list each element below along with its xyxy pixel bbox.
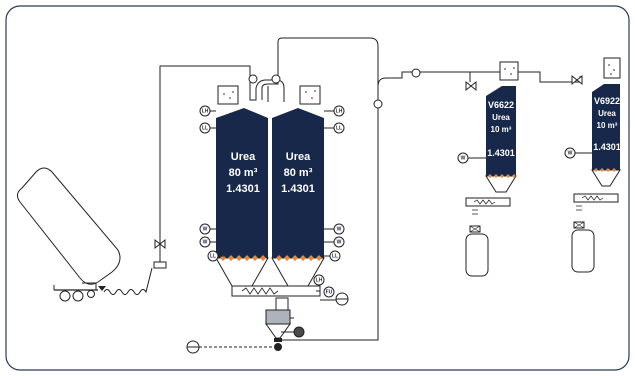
svg-text:LL: LL xyxy=(336,125,342,131)
divert-valve-icon-3 xyxy=(373,99,383,109)
bin-1: V6622 Urea 10 m³ 1.4301 W xyxy=(457,61,519,277)
svg-text:W: W xyxy=(337,239,342,245)
bin-valve-icon-1 xyxy=(465,80,477,92)
supply-valve-icon xyxy=(154,238,166,250)
bin-2-material: 1.4301 xyxy=(593,142,621,152)
silo-2-weigh-gauge-2: W xyxy=(324,236,345,248)
divert-valve-icon-2 xyxy=(271,74,281,84)
bin-1-product: Urea xyxy=(492,113,510,122)
silo-1-product: Urea xyxy=(231,151,256,163)
silo-2-level-high-gauge-conveyor: LH xyxy=(313,274,325,286)
silo-bottom-fluidizing xyxy=(276,255,322,261)
dust-filter-icon xyxy=(499,61,519,81)
bin-1-weigh-gauge: W xyxy=(457,152,486,164)
motor-icon xyxy=(293,326,305,338)
silo-2-level-low-gauge: LL xyxy=(324,122,345,134)
silo-1-level-low-gauge-bottom: LL xyxy=(207,250,224,262)
svg-text:LL: LL xyxy=(332,253,338,259)
silo-2-material: 1.4301 xyxy=(281,183,315,195)
bin-valve-icon-2 xyxy=(571,74,583,86)
silo-1-volume: 80 m³ xyxy=(229,167,258,179)
silo-2-product: Urea xyxy=(286,151,311,163)
bin-2-product: Urea xyxy=(598,109,616,118)
silo-bottom-fluidizing xyxy=(220,255,266,261)
bin-2-volume: 10 m³ xyxy=(597,121,618,130)
svg-text:W: W xyxy=(203,239,208,245)
silo-2-level-low-gauge-bottom: LL xyxy=(324,250,341,262)
svg-text:LL: LL xyxy=(210,253,216,259)
svg-text:W: W xyxy=(203,226,208,232)
divert-valve-icon-1 xyxy=(248,74,258,84)
silo-1-level-high-gauge: LH xyxy=(199,105,216,117)
svg-text:W: W xyxy=(337,226,342,232)
silo-1-weigh-gauge-1: W xyxy=(199,223,216,235)
svg-text:LH: LH xyxy=(202,108,209,114)
bin-2-screw-conveyor xyxy=(573,193,619,203)
silo-1-material: 1.4301 xyxy=(226,183,260,195)
bin-1-tag: V6622 xyxy=(488,100,514,110)
svg-text:W: W xyxy=(568,150,573,156)
truck-tank-icon xyxy=(16,167,153,302)
flow-unit-gauge: FU xyxy=(316,286,335,298)
container-icon xyxy=(571,229,595,273)
silo-2: Urea 80 m³ 1.4301 xyxy=(271,85,325,287)
svg-text:W: W xyxy=(461,155,466,161)
blower-icon xyxy=(186,340,200,354)
dust-filter-icon xyxy=(217,85,239,105)
bin-1-volume: 10 m³ xyxy=(491,125,512,134)
svg-text:LH: LH xyxy=(316,277,323,283)
silo-2-level-high-gauge: LH xyxy=(324,105,345,117)
container-icon xyxy=(465,233,489,277)
bin-2: V6922 Urea 10 m³ 1.4301 W xyxy=(564,57,621,273)
screw-conveyor xyxy=(231,285,321,297)
svg-text:FU: FU xyxy=(326,289,333,295)
svg-text:LL: LL xyxy=(202,125,208,131)
dust-filter-icon xyxy=(603,57,621,79)
silo-1-weigh-gauge-2: W xyxy=(199,236,216,248)
silo-1: Urea 80 m³ 1.4301 xyxy=(215,85,269,287)
silo-1-level-low-gauge: LL xyxy=(199,122,216,134)
bin-1-screw-conveyor xyxy=(465,197,511,207)
rotary-valve-icon xyxy=(274,343,282,351)
dust-filter-icon xyxy=(299,85,321,105)
divert-valve-icon-4 xyxy=(411,68,421,78)
coupling-icon xyxy=(153,261,167,269)
bin-1-material: 1.4301 xyxy=(487,148,515,158)
bin-2-weigh-gauge: W xyxy=(564,147,592,159)
silo-2-weigh-gauge-1: W xyxy=(324,223,345,235)
cyclone-receiver xyxy=(265,297,305,351)
silo-2-volume: 80 m³ xyxy=(284,167,313,179)
svg-text:LH: LH xyxy=(336,108,343,114)
bin-2-tag: V6922 xyxy=(594,96,620,106)
blower-icon xyxy=(320,292,349,306)
